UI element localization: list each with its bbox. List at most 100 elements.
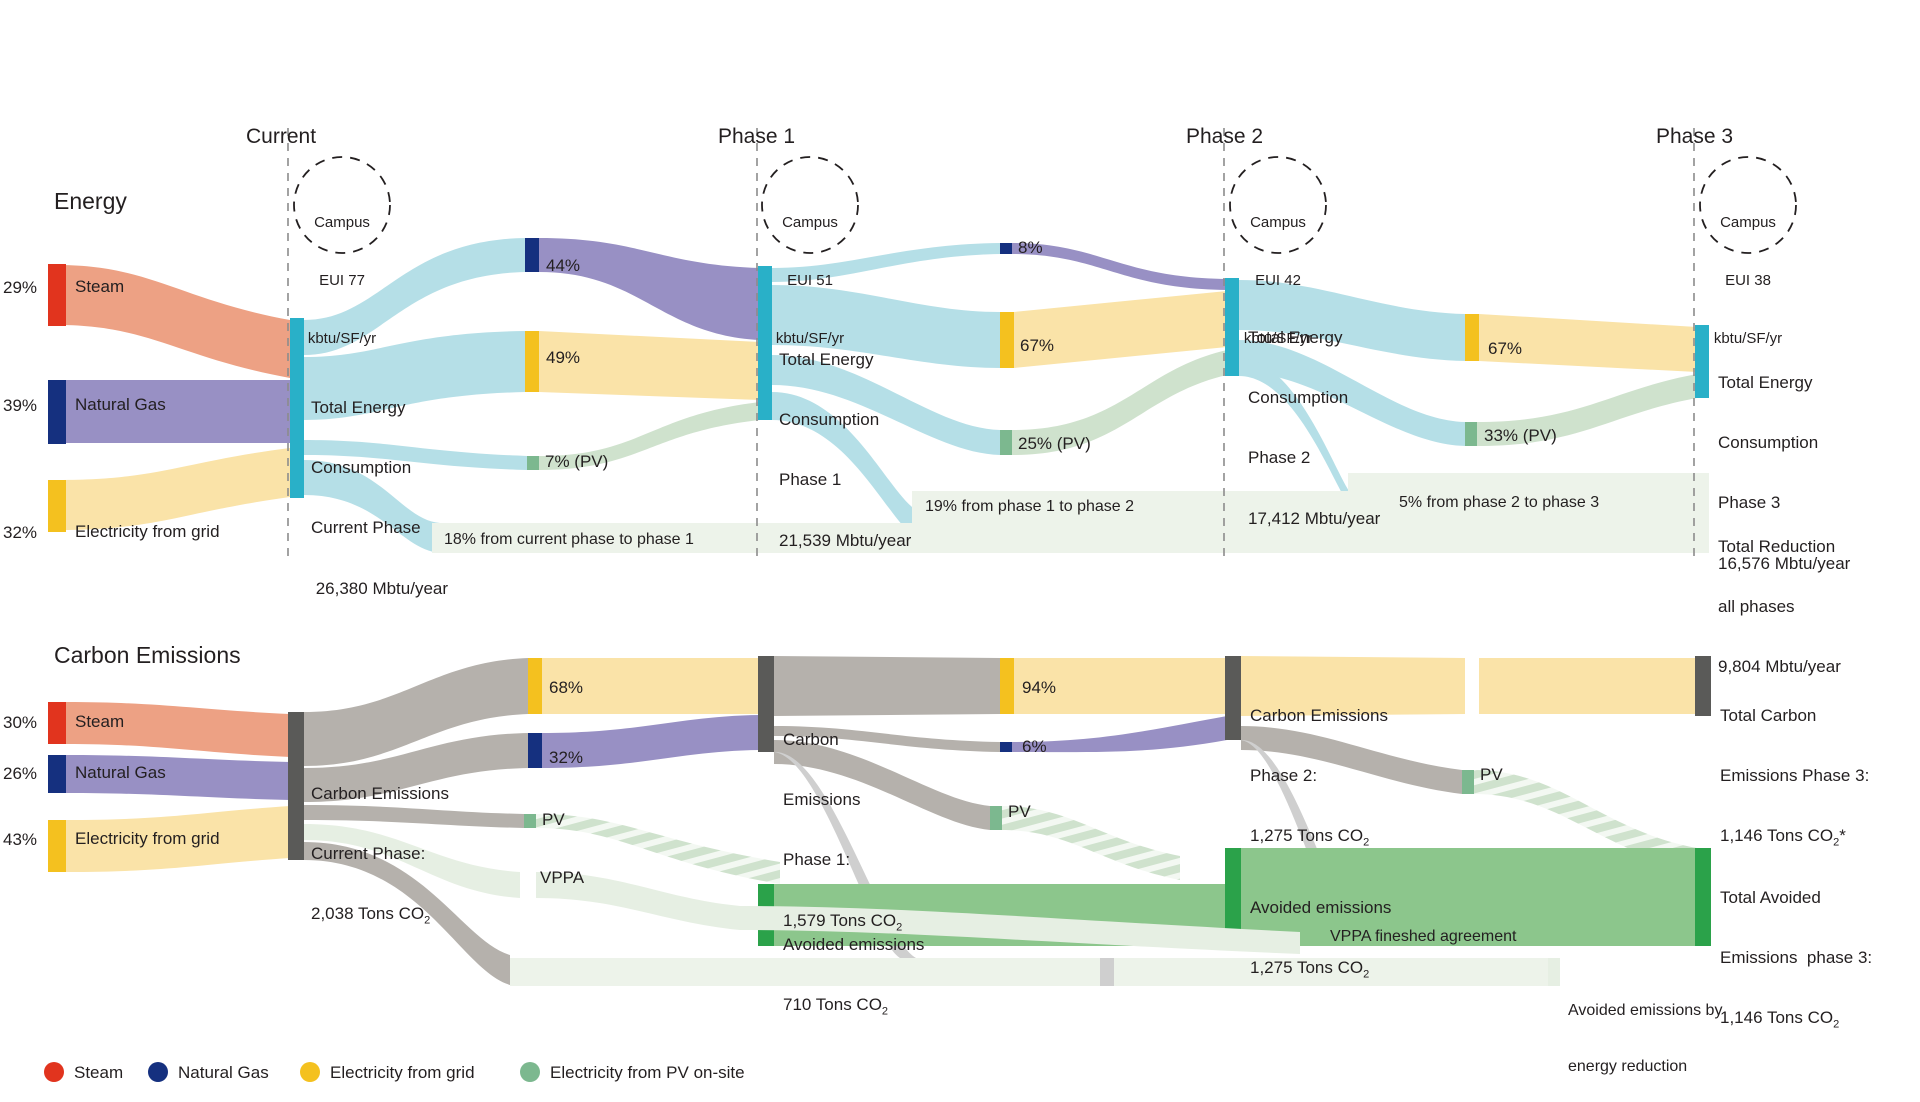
eui-phase2-line3: kbtu/SF/yr: [1243, 329, 1313, 347]
bar-grid-p1-carbon: [528, 658, 542, 714]
band-vppa-finished: [740, 906, 1300, 954]
carbon-node-p1-val: 1,579 Tons CO: [783, 910, 897, 930]
carbon-source-pct-gas: 26%: [3, 764, 38, 783]
marker-energy-reduction-mid: [1100, 958, 1114, 986]
eui-current-line2: EUI 77: [319, 271, 365, 289]
energy-flow-pct-7pv: 7% (PV): [545, 452, 609, 471]
eui-text-phase2: Campus EUI 42 kbtu/SF/yr: [1228, 175, 1328, 367]
carbon-node-phase2: Carbon Emissions Phase 2: 1,275 Tons CO2: [1250, 666, 1388, 870]
eui-circle-phase2: [1229, 156, 1327, 254]
eui-phase1-line2: EUI 51: [787, 271, 833, 289]
node-total-reduction: [1697, 473, 1709, 553]
energy-node-phase2: Total Energy Consumption Phase 2 17,412 …: [1248, 288, 1380, 549]
bar-pv-p1-energy: [527, 456, 539, 470]
avoided-label-p2: Avoided emissions 1,275 Tons CO2: [1250, 858, 1391, 1002]
flow-grid-to-p3-carbon-node: [1479, 658, 1695, 714]
flow-pv-avoided-p3: [1474, 770, 1697, 870]
carbon-flow-pct-68: 68%: [549, 678, 584, 697]
carbon-node-p3-l2: Emissions Phase 3:: [1720, 766, 1870, 786]
flow-steam-to-current-carbon: [66, 702, 290, 757]
energy-node-p1-l1: Total Energy: [779, 350, 874, 370]
eui-phase3-line2: EUI 38: [1725, 271, 1771, 289]
carbon-node-current-val: 2,038 Tons CO: [311, 904, 425, 924]
energy-node-p2-l3: Phase 2: [1248, 448, 1311, 468]
flow-vppa-avoided-p1: [536, 872, 740, 930]
eui-phase1-line1: Campus: [782, 214, 838, 232]
carbon-node-p3-val: 1,146 Tons CO: [1720, 826, 1834, 846]
energy-node-p1-l2: Consumption: [779, 410, 880, 430]
eui-circle-phase1: [761, 156, 859, 254]
energy-flow-pct-33pv: 33% (PV): [1484, 426, 1557, 445]
node-carbon-phase3: [1695, 656, 1711, 716]
phase-title-phase3: Phase 3: [1656, 125, 1734, 148]
carbon-source-pct-steam: 30%: [3, 713, 38, 732]
flow-carbon-current-to-p1-grid: [304, 658, 528, 766]
node-avoided-by-energy-reduction: [1548, 958, 1560, 986]
flow-carbon-p2-to-pv: [1241, 726, 1462, 794]
legend-label-grid: Electricity from grid: [330, 1063, 475, 1082]
flow-gas-to-current-energy: [58, 380, 290, 443]
flow-grid-to-p1-carbon-node: [542, 658, 760, 714]
avoided-total-l1: Total Avoided: [1720, 888, 1821, 908]
node-avoided-p2: [1225, 848, 1241, 946]
flow-gas-to-p2-node: [1012, 243, 1227, 290]
energy-node-current-l3: Current Phase: [311, 518, 421, 538]
flow-energy-p1-to-p2-grid: [772, 285, 1000, 368]
avoided-total-sub: 2: [1833, 1018, 1840, 1031]
legend-dot-steam: [44, 1062, 64, 1082]
flow-carbon-p1-to-p2-grid: [774, 656, 1000, 716]
eui-text-phase3: Campus EUI 38 kbtu/SF/yr: [1698, 175, 1798, 367]
flow-pv-avoided-p1: [536, 814, 780, 884]
eui-current-line1: Campus: [314, 214, 370, 232]
carbon-node-p1-l4: 1,579 Tons CO2: [783, 911, 902, 934]
legend-label-pv: Electricity from PV on-site: [550, 1063, 745, 1082]
bar-pv-p3-energy: [1465, 422, 1477, 446]
bar-gas-p1-carbon: [528, 733, 542, 768]
flow-grid-to-p2-node: [1014, 291, 1227, 368]
flow-carbon-current-to-p1-gas: [304, 733, 528, 802]
avoided-label-total: Total Avoided Emissions phase 3: 1,146 T…: [1720, 848, 1872, 1052]
energy-source-label-grid: Electricity from grid: [75, 522, 220, 541]
band-reduction-current-p1: [432, 523, 1704, 553]
src-bar-steam-energy: [48, 264, 66, 326]
carbon-node-p2-val: 1,275 Tons CO: [1250, 826, 1364, 846]
carbon-node-p3-l3: 1,146 Tons CO2*: [1720, 826, 1869, 849]
node-carbon-current: [288, 712, 304, 860]
bar-grid-p2-energy: [1000, 312, 1014, 368]
carbon-node-p2-l1: Carbon Emissions: [1250, 706, 1388, 726]
energy-band-label-p1-p2: 19% from phase 1 to phase 2: [925, 498, 1135, 515]
energy-flow-pct-25pv: 25% (PV): [1018, 434, 1091, 453]
legend-dot-gas: [148, 1062, 168, 1082]
bar-gas-p1-energy: [525, 238, 539, 272]
carbon-flow-pct-32: 32%: [549, 748, 584, 767]
avoided-p1-sub: 2: [881, 1005, 889, 1018]
node-energy-phase1: [758, 266, 772, 420]
bar-pv-p2-energy: [1000, 430, 1012, 455]
eui-circle-current: [293, 156, 391, 254]
flow-carbon-p2-to-p3-grid: [1241, 656, 1465, 716]
carbon-node-p3-star: *: [1839, 826, 1846, 846]
energy-flow-pct-67-p2: 67%: [1020, 336, 1055, 355]
carbon-node-p2-sub: 2: [1363, 836, 1370, 849]
carbon-node-p1-sub: 2: [896, 920, 903, 933]
carbon-flow-pv-p1: PV: [542, 810, 565, 829]
eui-phase3-line1: Campus: [1720, 214, 1776, 232]
avoided-p1-val: 710 Tons CO: [783, 995, 882, 1015]
node-energy-phase2: [1225, 278, 1239, 376]
flow-grid-to-p2-carbon-node: [1014, 658, 1227, 714]
carbon-source-label-steam: Steam: [75, 712, 125, 731]
src-bar-gas-carbon: [48, 755, 66, 793]
flow-pv-to-p2-node: [1012, 350, 1227, 455]
flow-carbon-p1-to-p2-gas: [774, 726, 1000, 752]
energy-source-pct-grid: 32%: [3, 523, 38, 542]
energy-flow-pct-49: 49%: [546, 348, 581, 367]
node-energy-current: [290, 318, 304, 498]
flow-gas-to-p2-carbon-node: [1012, 716, 1227, 753]
flow-carbon-current-to-pv: [304, 805, 524, 828]
eui-phase3-line3: kbtu/SF/yr: [1713, 329, 1783, 347]
carbon-flow-vppa: VPPA: [540, 868, 585, 887]
carbon-node-p1-l2: Emissions: [783, 790, 861, 810]
flow-carbon-current-to-vppa: [304, 824, 520, 898]
src-bar-grid-energy: [48, 480, 66, 532]
